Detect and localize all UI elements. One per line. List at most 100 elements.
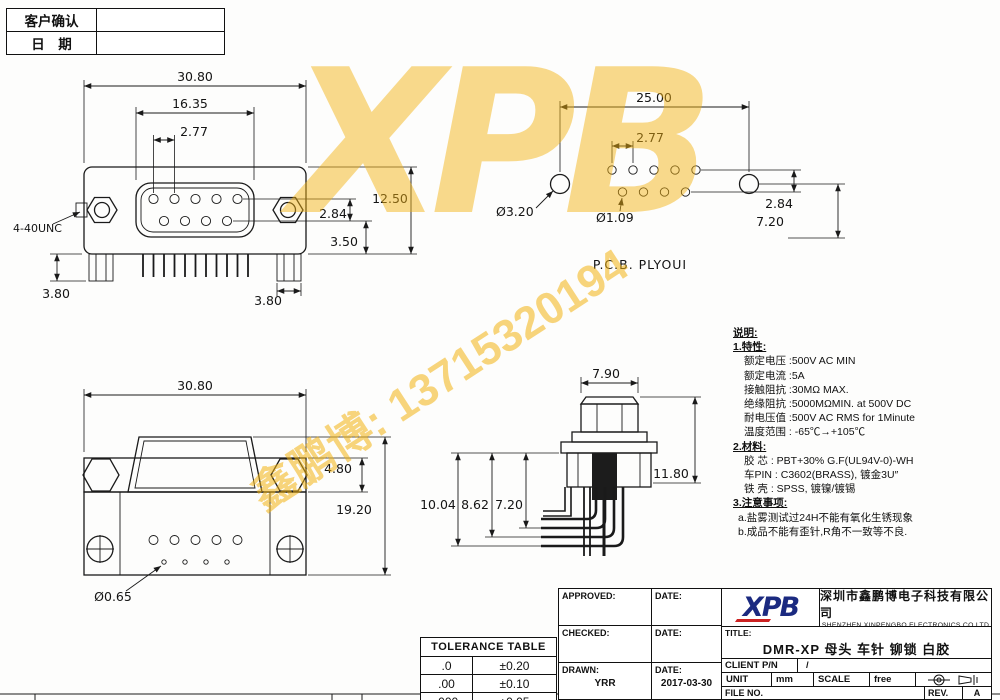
note-line: 耐电压值 :500V AC RMS for 1Minute bbox=[744, 412, 915, 425]
tolerance-value: ±0.05 bbox=[472, 692, 557, 700]
scale-value: free bbox=[870, 673, 916, 686]
title-section: XPB 深圳市鑫鹏博电子科技有限公司 SHENZHEN XINPENGBO EL… bbox=[721, 589, 991, 699]
tolerance-digits: .00 bbox=[420, 674, 473, 693]
checked-date-label: DATE: bbox=[655, 628, 682, 638]
title-block: APPROVED: DATE: CHECKED: DATE: DRAWN: YR… bbox=[558, 588, 992, 700]
dim-label: 2.77 bbox=[636, 130, 664, 145]
mounting-legs bbox=[88, 253, 302, 282]
customer-confirm-table: 客户确认 日 期 bbox=[6, 8, 225, 55]
drawn-date-label: DATE: bbox=[655, 665, 682, 675]
rear-pin-holes bbox=[148, 535, 243, 565]
drawn-cell: DRAWN: YRR bbox=[559, 663, 652, 699]
dim-label: Ø0.65 bbox=[94, 589, 132, 604]
tolerance-table: TOLERANCE TABLE .0 ±0.20 .00 ±0.10 .000 … bbox=[420, 637, 557, 700]
drawn-date-cell: DATE: 2017-03-30 bbox=[652, 663, 721, 699]
dim-label: 19.20 bbox=[336, 502, 372, 517]
note-line: 胶 芯 : PBT+30% G.F(UL94V-0)-WH bbox=[744, 454, 914, 467]
dim-label: 30.80 bbox=[177, 378, 213, 393]
rear-view: 30.80 4.80 19.20 Ø0.65 bbox=[82, 378, 391, 604]
tolerance-value: ±0.10 bbox=[472, 674, 557, 693]
unit-value: mm bbox=[772, 673, 814, 686]
projection-symbols bbox=[916, 673, 991, 686]
approved-date-label: DATE: bbox=[655, 591, 682, 601]
company-name-cn: 深圳市鑫鹏博电子科技有限公司 bbox=[820, 588, 990, 620]
side-view-dimensions: 7.90 11.80 10.04 8.62 7.20 bbox=[420, 366, 701, 547]
notes-block: 说明: 1.特性: 额定电压 :500V AC MIN 额定电流 :5A 接触阻… bbox=[733, 326, 953, 539]
dim-label: 2.77 bbox=[180, 124, 208, 139]
date-value bbox=[96, 31, 225, 55]
date-label: 日 期 bbox=[6, 31, 97, 55]
confirm-label: 客户确认 bbox=[6, 8, 97, 32]
note-line: 接触阻抗 :30MΩ MAX. bbox=[744, 383, 849, 396]
file-no-row: FILE NO. REV. A bbox=[722, 687, 991, 699]
signature-section: APPROVED: DATE: CHECKED: DATE: DRAWN: YR… bbox=[559, 589, 721, 699]
dim-label: 25.00 bbox=[636, 90, 672, 105]
company-row: XPB 深圳市鑫鹏博电子科技有限公司 SHENZHEN XINPENGBO EL… bbox=[722, 588, 991, 629]
approved-label: APPROVED: bbox=[559, 589, 652, 625]
note-line: b.成品不能有歪针,R角不一致等不良. bbox=[738, 525, 908, 538]
pcb-dimensions: 25.00 2.77 Ø3.20 Ø1.09 2.84 7.20 bbox=[496, 90, 845, 239]
pcb-caption: P.C.B. PLYOUI bbox=[593, 257, 687, 272]
pin-holes-bottom bbox=[158, 215, 233, 227]
dim-label: 3.80 bbox=[254, 293, 282, 308]
note-line: 额定电压 :500V AC MIN bbox=[744, 355, 856, 368]
client-pn-value: / bbox=[806, 660, 809, 671]
company-logo: XPB bbox=[722, 589, 820, 626]
note-line: 绝缘阻抗 :5000MΩMIN. at 500V DC bbox=[744, 398, 912, 411]
approved-row: APPROVED: DATE: bbox=[559, 589, 721, 626]
checked-label: CHECKED: bbox=[559, 626, 652, 662]
drawn-row: DRAWN: YRR DATE: 2017-03-30 bbox=[559, 663, 721, 699]
confirm-value bbox=[96, 8, 225, 32]
company-name-en: SHENZHEN XINPENGBO ELECTRONICS CO.LTD bbox=[821, 621, 990, 629]
dim-label: 16.35 bbox=[172, 96, 208, 111]
tolerance-table-title: TOLERANCE TABLE bbox=[420, 637, 557, 657]
table-row: .00 ±0.10 bbox=[420, 674, 557, 693]
dim-label: Ø3.20 bbox=[496, 204, 534, 219]
notes-section-2: 2.材料: bbox=[733, 440, 767, 453]
dim-label: 7.20 bbox=[756, 214, 784, 229]
drawing-title: DMR-XP 母头 车针 铆锁 白胶 bbox=[722, 639, 991, 659]
straight-pins bbox=[543, 487, 606, 556]
dim-label: 2.84 bbox=[765, 196, 793, 211]
dim-label: 11.80 bbox=[653, 466, 689, 481]
rev-label: REV. bbox=[925, 687, 963, 699]
company-name-cell: 深圳市鑫鹏博电子科技有限公司 SHENZHEN XINPENGBO ELECTR… bbox=[820, 588, 991, 629]
dim-label: 10.04 bbox=[420, 497, 456, 512]
unit-scale-row: UNIT mm SCALE free bbox=[722, 673, 991, 687]
mounting-screws bbox=[86, 535, 304, 563]
note-line: 车PIN : C3602(BRASS), 镀金3U″ bbox=[744, 469, 899, 482]
dim-label: 4.80 bbox=[324, 461, 352, 476]
client-pn-label: CLIENT P/N bbox=[722, 659, 798, 672]
file-no-label: FILE NO. bbox=[722, 687, 925, 699]
drawn-label: DRAWN: bbox=[562, 665, 599, 675]
projection-symbol-circle-icon bbox=[927, 674, 950, 685]
dim-label: 7.90 bbox=[592, 366, 620, 381]
note-line: 温度范围 : -65℃→+105℃ bbox=[744, 426, 866, 439]
front-view-dimensions: 30.80 16.35 2.77 12.50 2.84 3.50 3.80 3.… bbox=[13, 69, 417, 308]
title-label: TITLE: bbox=[725, 628, 752, 638]
side-view: 7.90 11.80 10.04 8.62 7.20 bbox=[420, 366, 701, 556]
thread-callout: 4-40UNC bbox=[13, 222, 62, 235]
notes-heading: 说明: bbox=[733, 327, 758, 339]
pcb-holes-bottom bbox=[617, 187, 691, 197]
scale-label: SCALE bbox=[814, 673, 870, 686]
pin-holes-top bbox=[148, 193, 243, 205]
dim-label: 3.80 bbox=[42, 286, 70, 301]
dim-label: 3.50 bbox=[330, 234, 358, 249]
rear-view-dimensions: 30.80 4.80 19.20 Ø0.65 bbox=[83, 378, 391, 604]
pcb-holes-top bbox=[607, 165, 701, 175]
pcb-layout-view: 25.00 2.77 Ø3.20 Ø1.09 2.84 7.20 P.C.B. … bbox=[496, 90, 845, 272]
note-line: 铁 壳 : SPSS, 镀镍/镀锡 bbox=[744, 483, 856, 496]
unit-label: UNIT bbox=[722, 673, 772, 686]
table-row: 日 期 bbox=[6, 31, 225, 55]
table-row: .000 ±0.05 bbox=[420, 692, 557, 700]
rev-value: A bbox=[973, 688, 981, 698]
notes-section-3: 3.注意事项: bbox=[733, 497, 788, 510]
checked-row: CHECKED: DATE: bbox=[559, 626, 721, 663]
dim-label: 30.80 bbox=[177, 69, 213, 84]
dim-label: 8.62 bbox=[461, 497, 489, 512]
note-line: a.盐雾测试过24H不能有氧化生锈现象 bbox=[738, 511, 914, 524]
tolerance-digits: .0 bbox=[420, 656, 473, 675]
